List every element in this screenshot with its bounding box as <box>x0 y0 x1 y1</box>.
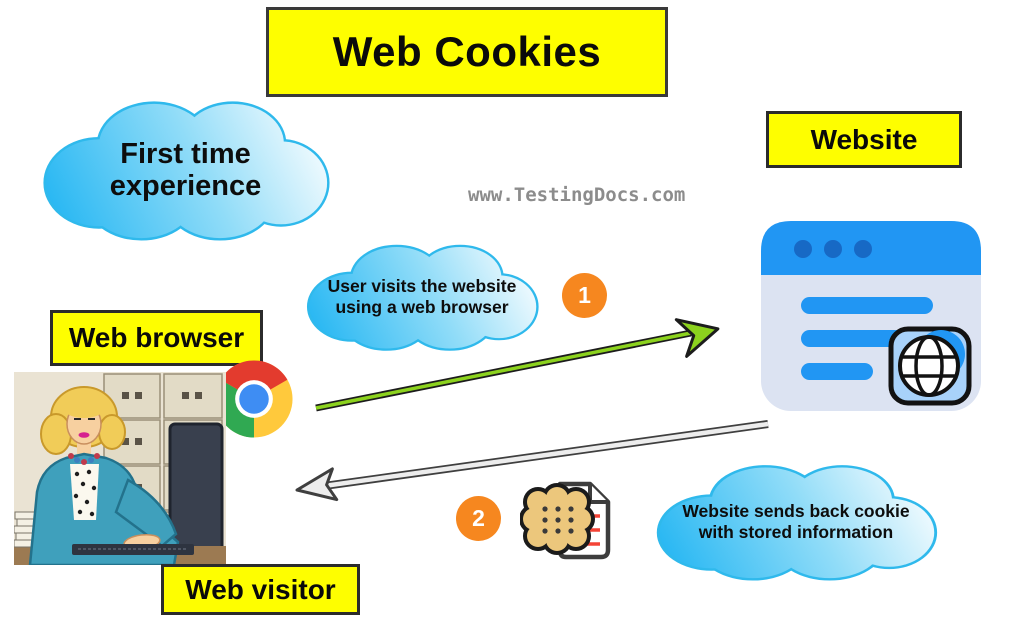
diagram-title-text: Web Cookies <box>332 28 602 75</box>
diagram-title: Web Cookies <box>266 7 668 97</box>
web-visitor-label: Web visitor <box>161 564 360 615</box>
step-1-badge: 1 <box>562 273 607 318</box>
step-2-badge: 2 <box>456 496 501 541</box>
web-visitor-label-text: Web visitor <box>185 573 336 605</box>
cookie-icon <box>520 483 595 555</box>
cookie-with-document-icon <box>520 481 611 560</box>
browser-window-globe-icon <box>761 221 981 411</box>
globe-icon <box>888 326 972 406</box>
cloud-step1-text: User visits the website using a web brow… <box>327 276 517 317</box>
watermark: www.TestingDocs.com <box>468 184 686 206</box>
cloud-shape <box>43 101 330 241</box>
website-label-text: Website <box>810 123 918 155</box>
step-2-number: 2 <box>472 505 485 531</box>
cloud-first-time-experience: First time experience <box>38 96 333 244</box>
web-browser-label: Web browser <box>50 310 263 366</box>
cloud-shape <box>656 465 938 581</box>
step-1-number: 1 <box>578 282 591 308</box>
web-browser-label-text: Web browser <box>68 322 245 353</box>
web-visitor-photo <box>14 372 226 565</box>
cloud-step1: User visits the website using a web brow… <box>303 241 541 353</box>
cloud-first-time-text: First time experience <box>109 137 262 202</box>
cloud-step2: Website sends back cookie with stored in… <box>652 461 940 583</box>
website-label: Website <box>766 111 962 168</box>
cloud-step2-text: Website sends back cookie with stored in… <box>682 501 910 542</box>
